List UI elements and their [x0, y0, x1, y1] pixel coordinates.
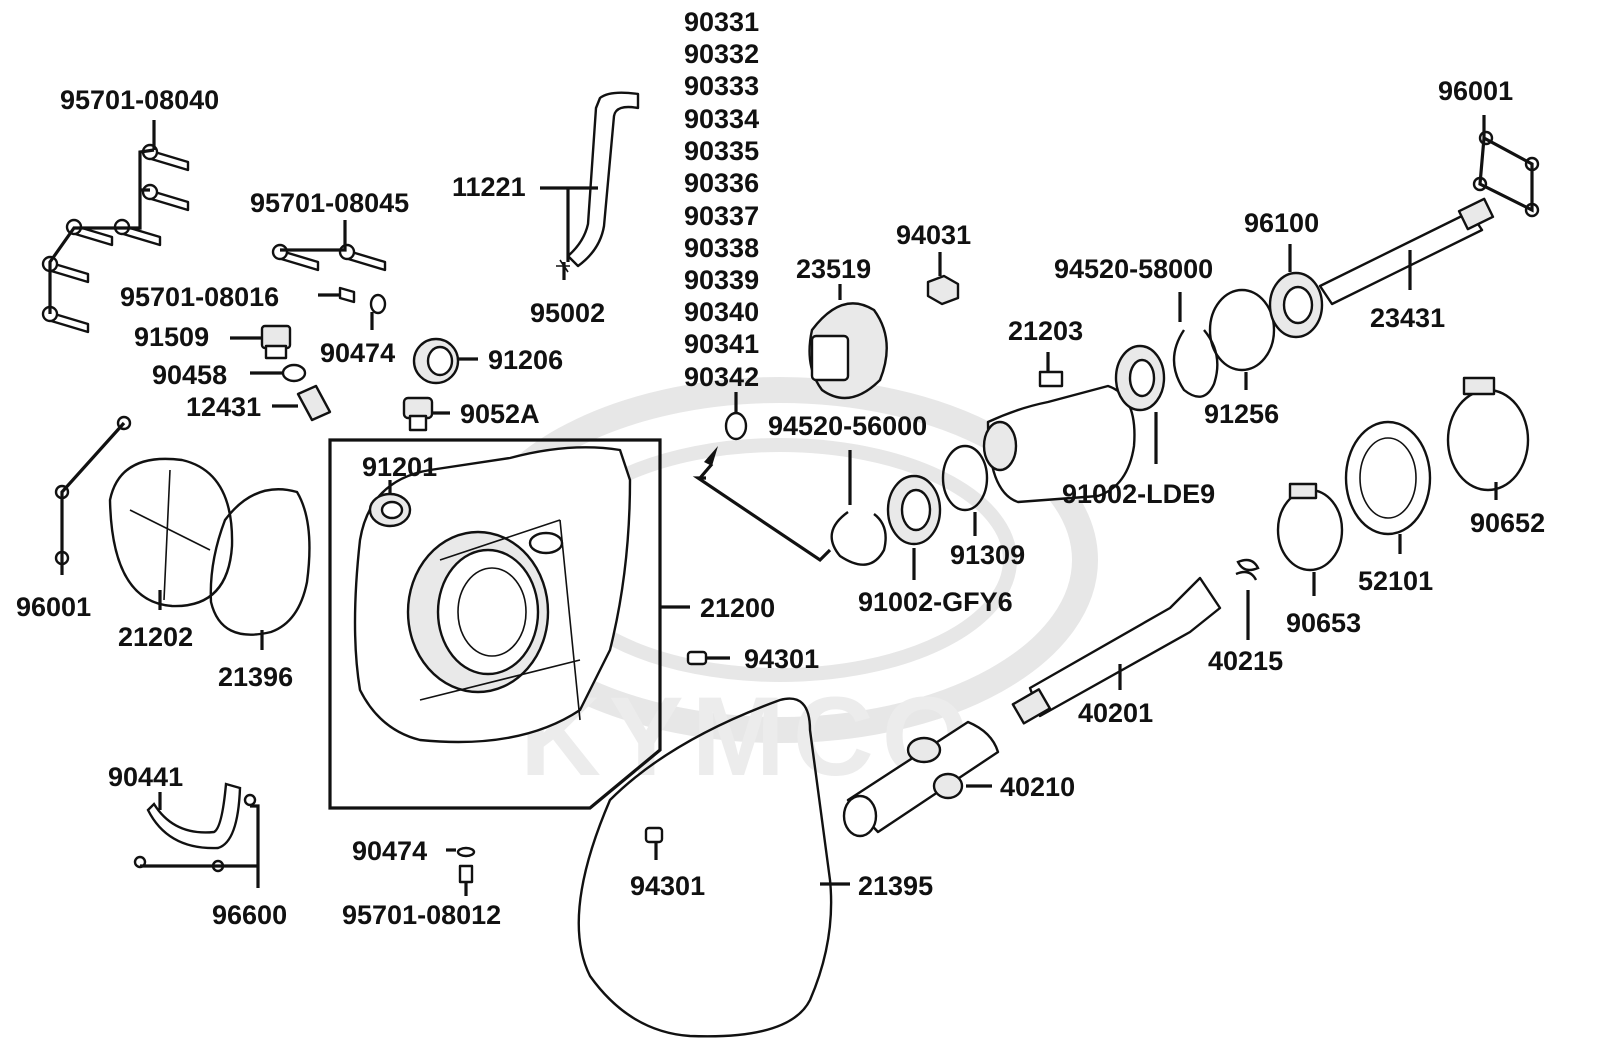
label-12431: 12431	[186, 392, 261, 422]
case-21200	[353, 446, 632, 744]
washer-90474-bottom	[456, 846, 476, 858]
dowel-94301-upper	[686, 650, 708, 666]
label-90652: 90652	[1470, 508, 1545, 538]
circlip-94520-56000	[830, 511, 887, 566]
boot-52101	[1344, 420, 1432, 536]
label-stack-item: 90335	[684, 136, 759, 166]
label-23519: 23519	[796, 254, 871, 284]
label-94031: 94031	[896, 220, 971, 250]
gear-23519	[808, 302, 888, 400]
label-96100: 96100	[1244, 208, 1319, 238]
label-52101: 52101	[1358, 566, 1433, 596]
label-23431: 23431	[1370, 303, 1445, 333]
spring-40215	[1235, 558, 1260, 581]
label-90458: 90458	[152, 360, 227, 390]
plug-9052a	[402, 396, 434, 432]
screw-95701-08016	[338, 286, 356, 304]
nut-94031	[926, 274, 960, 306]
label-9052a: 9052A	[460, 399, 540, 429]
shim-90331-90342	[724, 411, 748, 441]
shaft-23431	[1318, 197, 1495, 306]
label-94301-lower: 94301	[630, 871, 705, 901]
label-91002-lde9: 91002-LDE9	[1062, 479, 1215, 509]
label-stack-item: 90333	[684, 71, 759, 101]
label-21202: 21202	[118, 622, 193, 652]
label-stack-item: 90341	[684, 329, 759, 359]
plate-90441	[146, 782, 242, 850]
bearing-96100	[1268, 271, 1324, 339]
seal-91206	[412, 337, 460, 385]
label-96001-right: 96001	[1438, 76, 1513, 106]
washer-90474-top	[369, 293, 387, 315]
label-94520-58000: 94520-58000	[1054, 254, 1213, 284]
label-91002-gfy6: 91002-GFY6	[858, 587, 1013, 617]
label-90474-top: 90474	[320, 338, 395, 368]
label-40215: 40215	[1208, 646, 1283, 676]
label-96001-left: 96001	[16, 592, 91, 622]
part-labels: 95701-08040 95701-08045 11221 95002 9570…	[16, 7, 1545, 930]
label-90441: 90441	[108, 762, 183, 792]
label-40201: 40201	[1078, 698, 1153, 728]
label-94520-56000: 94520-56000	[768, 411, 927, 441]
leader-lines	[48, 115, 1534, 896]
bearing-91002-lde9	[1114, 344, 1166, 412]
label-95002: 95002	[530, 298, 605, 328]
case-box	[328, 438, 662, 810]
o-ring-90458	[281, 363, 307, 383]
pin-12431	[296, 384, 332, 422]
label-21395: 21395	[858, 871, 933, 901]
bolt-set-95701-08045	[271, 243, 387, 272]
label-95701-08040: 95701-08040	[60, 85, 219, 115]
label-stack-item: 90342	[684, 362, 759, 392]
shaft-40201	[1011, 576, 1222, 725]
cover-21202	[108, 457, 234, 608]
fitting-91509	[260, 324, 292, 360]
label-stack-item: 90331	[684, 7, 759, 37]
u-joint-40210	[842, 720, 1000, 838]
label-stack-90331-90342: 90331 90332 90333 90334 90335 90336 9033…	[684, 7, 759, 392]
dowel-94301-lower	[644, 826, 664, 844]
parts	[41, 91, 1540, 1038]
label-stack-item: 90332	[684, 39, 759, 69]
label-91201: 91201	[362, 452, 437, 482]
clamp-90652	[1446, 376, 1530, 492]
o-ring-91309	[941, 444, 989, 512]
ring-91256	[1208, 288, 1276, 372]
label-91206: 91206	[488, 345, 563, 375]
label-91256: 91256	[1204, 399, 1279, 429]
label-96600: 96600	[212, 900, 287, 930]
label-11221: 11221	[452, 172, 526, 202]
label-21200: 21200	[700, 593, 775, 623]
label-91309: 91309	[950, 540, 1025, 570]
label-95701-08012: 95701-08012	[342, 900, 501, 930]
label-95701-08045: 95701-08045	[250, 188, 409, 218]
label-40210: 40210	[1000, 772, 1075, 802]
gasket-21396	[209, 488, 311, 636]
bearing-91002-gfy6	[886, 474, 942, 546]
gasket-21395	[577, 697, 833, 1038]
label-stack-item: 90337	[684, 201, 759, 231]
label-90653: 90653	[1286, 608, 1361, 638]
label-stack-item: 90340	[684, 297, 759, 327]
label-stack-item: 90336	[684, 168, 759, 198]
label-stack-item: 90338	[684, 233, 759, 263]
label-stack-item: 90339	[684, 265, 759, 295]
label-91509: 91509	[134, 322, 209, 352]
clamp-90653	[1276, 482, 1344, 572]
label-21203: 21203	[1008, 316, 1083, 346]
label-21396: 21396	[218, 662, 293, 692]
breather-tube-11221	[566, 91, 640, 268]
label-95701-08016: 95701-08016	[120, 282, 279, 312]
circlip-94520-58000	[1172, 329, 1219, 398]
seal-91201	[368, 492, 412, 528]
housing-21203	[982, 370, 1136, 504]
screw-95701-08012	[458, 864, 474, 884]
label-94301-upper: 94301	[744, 644, 819, 674]
shim-arrow-head	[704, 446, 718, 466]
label-stack-item: 90334	[684, 104, 759, 134]
label-90474-bottom: 90474	[352, 836, 427, 866]
